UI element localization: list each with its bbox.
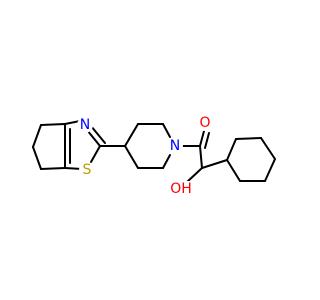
bond (124, 123, 139, 147)
bond (199, 130, 205, 147)
atom-label-n-thiazole: N (80, 117, 90, 133)
atom-label-n-piperidine: N (170, 138, 180, 154)
atom-label-s-thiazole: S (83, 162, 92, 178)
molecule-structure: N S N O OH (32, 115, 276, 197)
bond (201, 159, 228, 169)
atom-o-hydroxyl: OH (170, 181, 192, 197)
bond (235, 137, 262, 140)
atom-label-o-carbonyl: O (199, 115, 210, 131)
bond (186, 167, 203, 183)
bond (40, 167, 66, 170)
cyclopentane-ring (32, 123, 66, 170)
bond (64, 120, 81, 125)
bond (40, 123, 66, 126)
bond (260, 137, 276, 160)
piperidine-ring (124, 123, 171, 169)
bond (199, 145, 203, 169)
bond (226, 138, 237, 161)
atom-n-thiazole: N (77, 117, 93, 133)
bond (32, 146, 42, 170)
bond (32, 124, 42, 148)
atom-label-o-hydroxyl: OH (170, 181, 192, 197)
bond (162, 123, 171, 138)
atom-s-thiazole: S (79, 162, 95, 178)
bond (124, 145, 139, 169)
bond (204, 132, 210, 149)
atom-n-piperidine: N (167, 138, 183, 154)
molecule-canvas: N S N O OH (32, 115, 276, 197)
bond (90, 145, 101, 163)
bond (86, 129, 101, 147)
bond (162, 154, 171, 169)
bond (226, 159, 241, 182)
bond (90, 125, 106, 144)
atom-o-carbonyl: O (197, 115, 213, 131)
bond (264, 158, 276, 182)
cyclohexane-ring (226, 137, 276, 182)
